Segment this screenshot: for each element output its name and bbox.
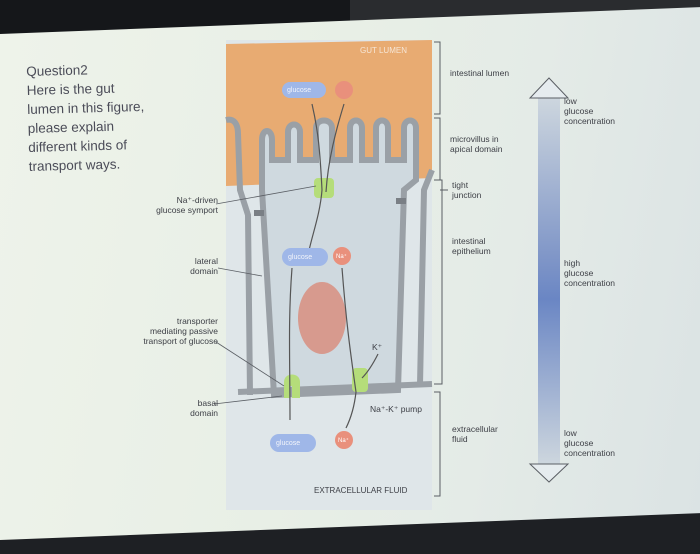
intestinal-epithelium-label: intestinal epithelium xyxy=(452,236,491,256)
gradient-middle-label: high glucose concentration xyxy=(564,258,615,288)
sodium-ion-mid xyxy=(333,247,351,265)
glucose-molecule-mid xyxy=(282,248,328,266)
microvillus-label-line: apical domain xyxy=(450,144,503,154)
gradient-bottom-label: low glucose concentration xyxy=(564,428,615,458)
epithelium-label-line: epithelium xyxy=(452,246,491,256)
lateral-domain-label: lateral domain xyxy=(160,256,218,276)
nucleus xyxy=(298,282,346,354)
tight-junction-left xyxy=(254,210,264,216)
symport-label: Na⁺-driven glucose symport xyxy=(136,195,218,215)
gradient-arrow-down xyxy=(528,463,570,483)
gradient-label-line: glucose xyxy=(564,438,594,448)
microvillus-label-line: microvillus in xyxy=(450,134,499,144)
symport-transporter xyxy=(314,178,334,198)
glucose-gradient-bar xyxy=(538,98,560,464)
left-leader-lines xyxy=(213,185,317,405)
tight-label-line: junction xyxy=(452,190,482,200)
gradient-label-line: low xyxy=(564,96,577,106)
gradient-label-line: concentration xyxy=(564,278,616,288)
sodium-mid-label: Na⁺ xyxy=(336,254,347,260)
passive-transporter-label: transporter mediating passive transport … xyxy=(118,316,218,346)
intestinal-lumen-label: intestinal lumen xyxy=(450,68,510,78)
gradient-label-line: low xyxy=(564,428,577,438)
gradient-label-line: glucose xyxy=(564,268,594,278)
glucose-molecule-top xyxy=(282,82,326,98)
gut-lumen-label: GUT LUMEN xyxy=(360,46,407,55)
extracellular-fluid-label: EXTRACELLULAR FLUID xyxy=(314,486,408,495)
tight-junction-right xyxy=(396,198,406,204)
basal-membrane xyxy=(237,381,433,395)
gradient-label-line: glucose xyxy=(564,106,594,116)
tight-label-line: tight xyxy=(452,180,469,190)
gradient-label-line: concentration xyxy=(564,116,616,126)
gradient-top-label: low glucose concentration xyxy=(564,96,615,126)
sodium-ion-top xyxy=(335,81,353,99)
glucose-molecule-bottom xyxy=(270,434,316,452)
glucose-top-label: glucose xyxy=(287,87,312,94)
transporter-label-line: mediating passive xyxy=(149,326,218,336)
lateral-label-line: domain xyxy=(190,266,218,276)
na-k-pump-label: Na⁺-K⁺ pump xyxy=(370,404,422,414)
microvillus-label: microvillus in apical domain xyxy=(450,134,502,154)
right-neighbour-membrane xyxy=(417,168,435,386)
extracellular-fluid-side-label: extracellular fluid xyxy=(452,424,498,444)
passive-glucose-transporter xyxy=(284,374,300,398)
transporter-label-line: transport of glucose xyxy=(143,336,218,346)
extracellular-label-line: extracellular xyxy=(452,424,498,434)
glucose-mid-label: glucose xyxy=(288,254,313,261)
gradient-label-line: concentration xyxy=(564,448,616,458)
potassium-arrow xyxy=(361,353,379,379)
symport-label-line: glucose symport xyxy=(156,205,218,215)
sodium-entry-arrow xyxy=(325,103,345,193)
left-neighbour-membrane xyxy=(225,116,253,396)
epithelium-label-line: intestinal xyxy=(452,236,486,246)
sodium-exit-arrow xyxy=(341,267,357,429)
glucose-exit-arrow xyxy=(288,267,293,421)
extracellular-label-line: fluid xyxy=(452,434,468,444)
sodium-bottom-label: Na⁺ xyxy=(338,438,349,444)
transporter-label-line: transporter xyxy=(176,316,218,326)
na-k-pump xyxy=(352,368,368,392)
gradient-arrow-up xyxy=(528,77,570,99)
basal-domain-label: basal domain xyxy=(160,398,218,418)
tight-junction-label: tight junction xyxy=(452,180,481,200)
right-brackets xyxy=(434,41,448,497)
basal-label-line: domain xyxy=(190,408,218,418)
basal-label-line: basal xyxy=(197,398,218,408)
lateral-label-line: lateral xyxy=(194,256,218,266)
glucose-bottom-label: glucose xyxy=(276,440,301,447)
sodium-ion-bottom xyxy=(335,431,353,449)
gradient-label-line: high xyxy=(564,258,581,268)
symport-label-line: Na⁺-driven xyxy=(176,195,218,205)
glucose-entry-arrow xyxy=(307,103,323,256)
potassium-label: K⁺ xyxy=(372,342,383,352)
